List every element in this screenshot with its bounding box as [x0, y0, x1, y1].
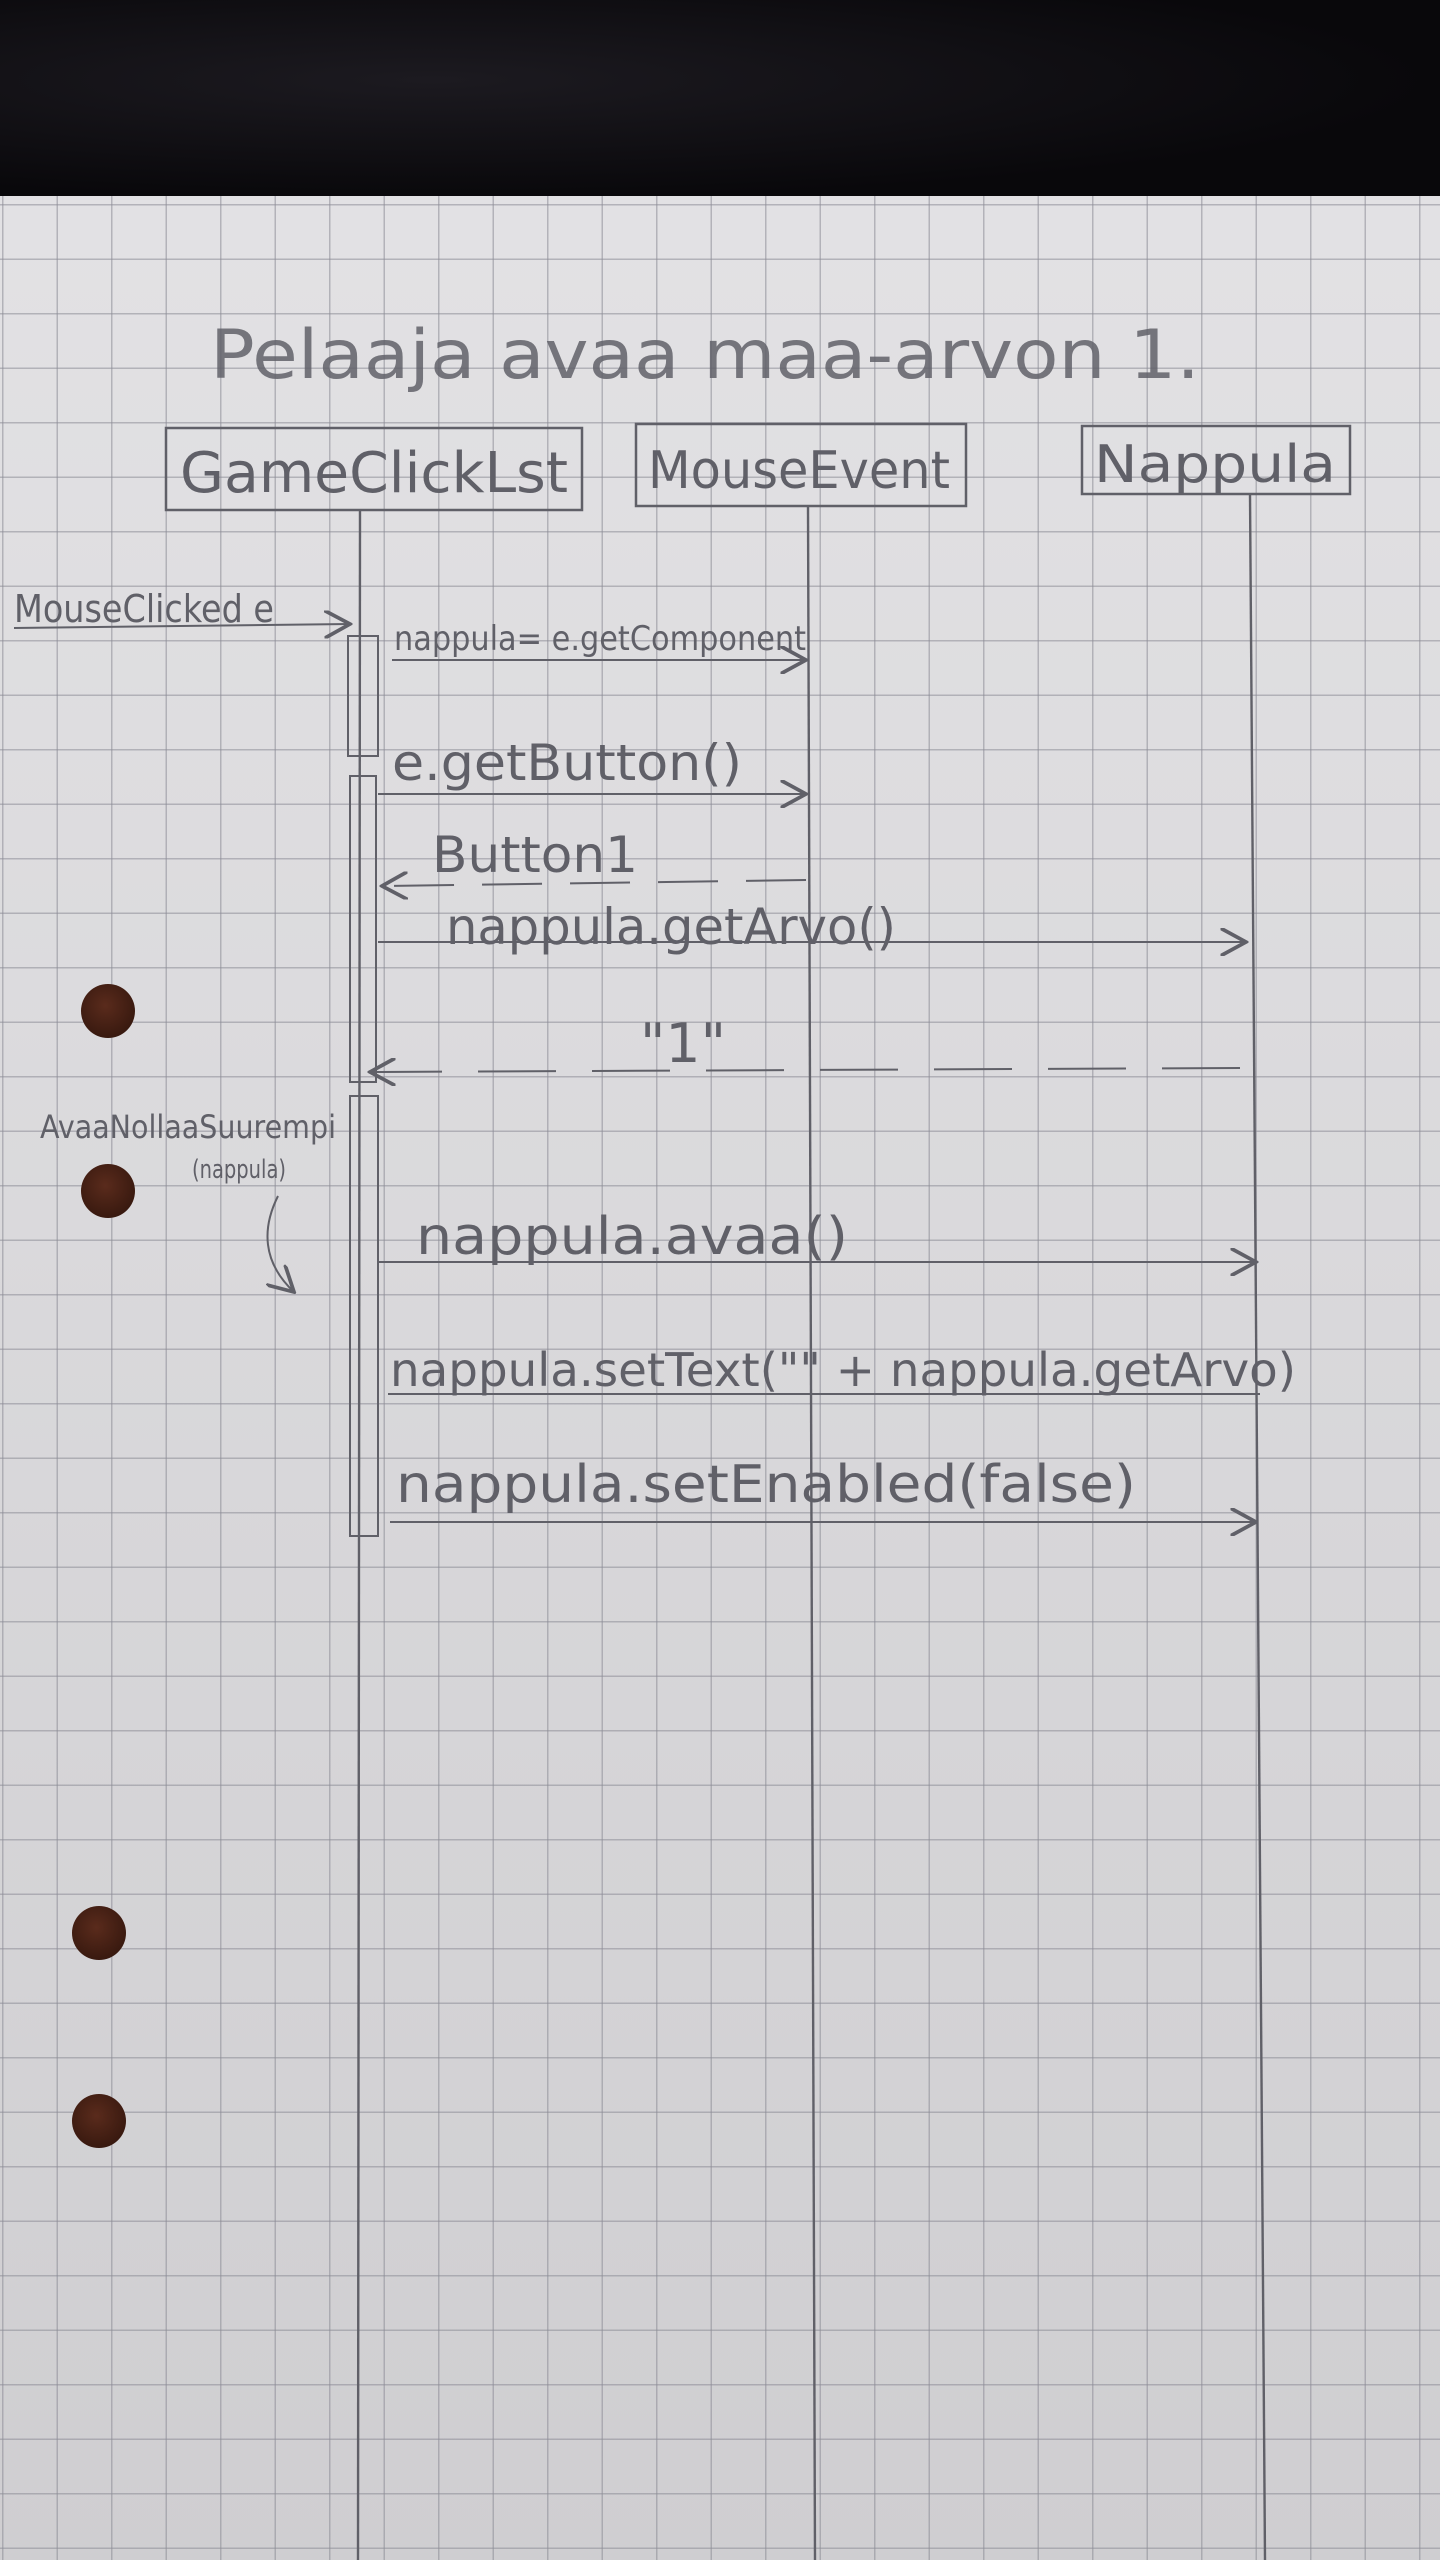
punch-hole	[72, 1906, 126, 1960]
note-pointer-arrow	[267, 1195, 294, 1292]
message-label: nappula.setText("" + nappula.getArvo)	[390, 1343, 1296, 1397]
message-label: e.getButton()	[392, 734, 742, 792]
note-line-2: (nappula)	[192, 1155, 286, 1185]
lifeline-header-game: GameClickLst	[164, 426, 584, 512]
return-arrow	[382, 880, 807, 886]
punch-hole	[72, 2094, 126, 2148]
graph-paper-sheet	[0, 196, 1440, 2560]
activation-bar	[347, 635, 379, 757]
lifeline-header-mouse: MouseEvent	[634, 422, 968, 508]
return-label: Button1	[432, 826, 638, 884]
lifeline-label-nappula: Nappula	[1094, 435, 1336, 495]
message-label: nappula= e.getComponent	[394, 619, 806, 659]
activation-bar	[349, 775, 377, 1083]
message-label: nappula.getArvo()	[446, 898, 896, 956]
trigger-arrow	[13, 624, 350, 628]
note-line-1: AvaaNollaaSuurempi	[40, 1108, 336, 1146]
lifeline-label-mouse: MouseEvent	[648, 441, 950, 501]
message-label: nappula.avaa()	[416, 1207, 848, 1267]
lifeline-nappula	[1248, 493, 1267, 2560]
lifeline-label-game: GameClickLst	[180, 441, 568, 506]
punch-hole	[81, 984, 135, 1038]
dark-background	[0, 0, 1440, 200]
punch-hole	[81, 1164, 135, 1218]
diagram-title: Pelaaja avaa maa-arvon 1.	[210, 316, 1200, 395]
lifeline-mouse	[806, 505, 817, 2560]
activation-bar	[349, 1095, 379, 1537]
return-arrow	[370, 1068, 1241, 1072]
trigger-label: MouseClicked e	[14, 587, 274, 631]
lifeline-header-nappula: Nappula	[1080, 424, 1352, 496]
message-label: nappula.setEnabled(false)	[396, 1455, 1136, 1515]
return-label: "1"	[640, 1012, 726, 1075]
